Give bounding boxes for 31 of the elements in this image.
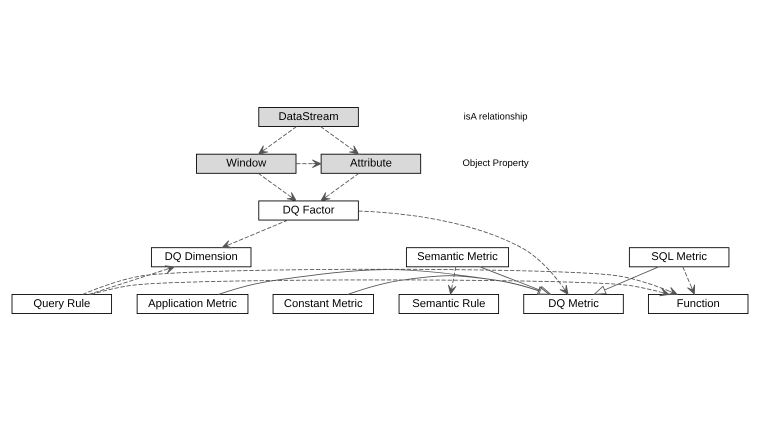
legend-label: Object Property	[462, 158, 529, 170]
arrow	[296, 159, 322, 168]
node-box: Semantic Metric	[406, 247, 510, 268]
arrow	[258, 172, 297, 202]
arrow	[347, 275, 551, 295]
arrow	[592, 266, 660, 295]
arrow	[320, 126, 359, 154]
arrow	[222, 220, 288, 248]
arrow	[479, 266, 552, 295]
arrow	[358, 210, 568, 295]
arrow	[218, 269, 551, 295]
arrow	[320, 172, 360, 202]
node-box: Semantic Rule	[398, 294, 500, 314]
node-box: Attribute	[320, 154, 422, 174]
node-box: DataStream	[258, 107, 359, 127]
node-box: Function	[648, 294, 748, 314]
arrow	[258, 126, 297, 154]
node-box: DQ Dimension	[150, 247, 252, 268]
arrow	[448, 266, 456, 295]
node-box: DQ Factor	[258, 200, 359, 220]
legend-label: isA relationship	[464, 111, 528, 122]
node-box: Query Rule	[12, 294, 112, 314]
node-box: DQ Metric	[523, 294, 624, 314]
arrow	[88, 265, 175, 295]
arrow	[90, 279, 670, 296]
node-box: Application Metric	[136, 294, 248, 314]
arrow	[82, 268, 678, 296]
node-box: Constant Metric	[272, 294, 374, 314]
arrow	[682, 266, 696, 295]
node-box: Window	[196, 154, 296, 174]
node-box: SQL Metric	[628, 247, 730, 268]
